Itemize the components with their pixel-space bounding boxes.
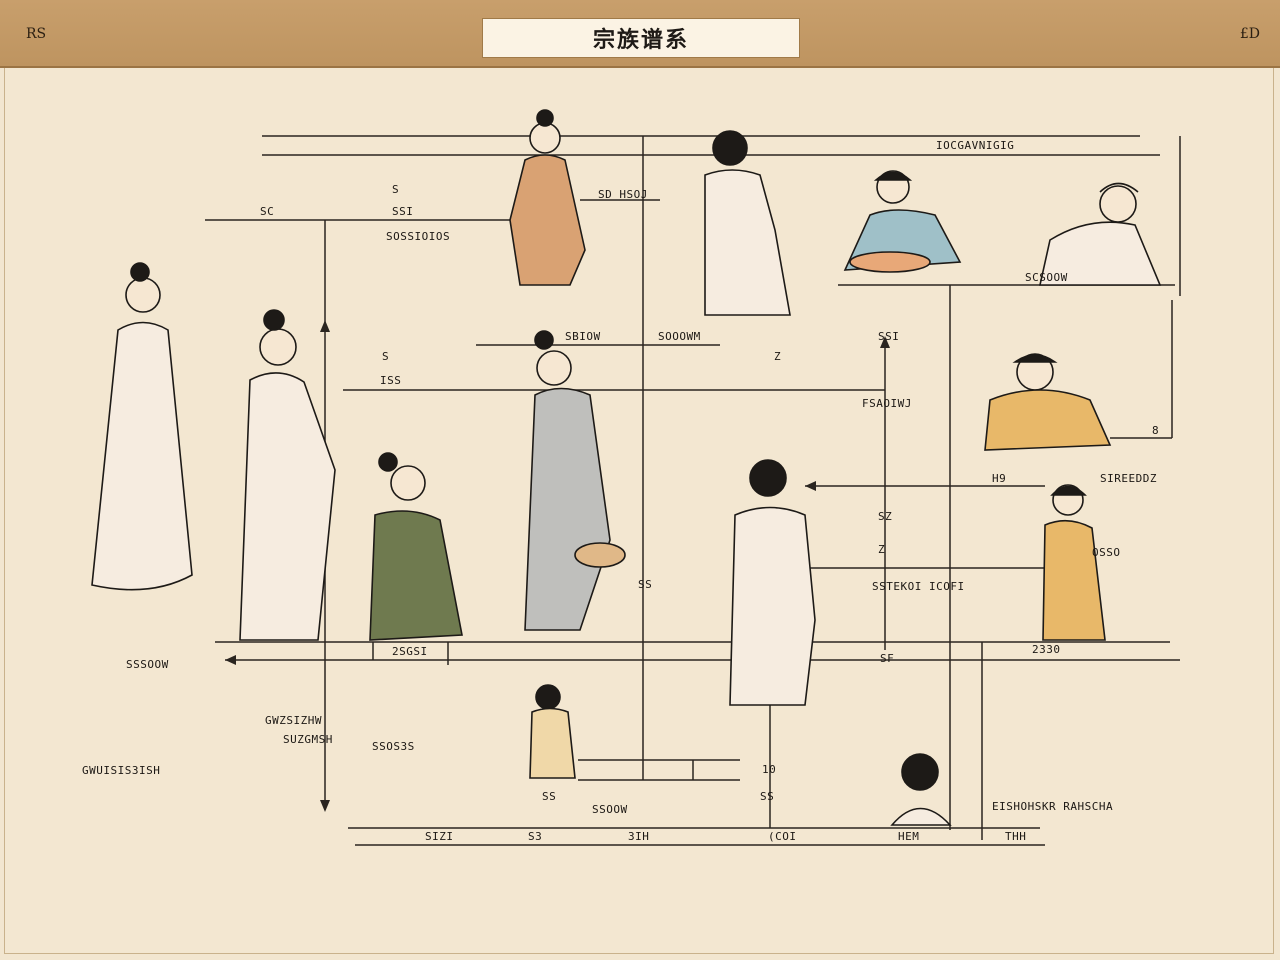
label-sssoow: SSSOOW — [126, 658, 169, 671]
header-left-mark: RS — [26, 26, 47, 42]
label-suzs: SUZGMSH — [283, 733, 333, 746]
figure-seated-yellow-elder — [984, 353, 1112, 451]
diagram-frame — [4, 4, 1274, 954]
label-h9: H9 — [992, 472, 1007, 485]
label-ocgavngig: IOCGAVNIGIG — [936, 139, 1015, 152]
label-th: THH — [1005, 830, 1027, 843]
label-fsaoiwj: FSAOIWJ — [862, 397, 912, 410]
figure-white-robed-man — [729, 459, 816, 706]
label-sseteko: SSTEKOI ICOFI — [872, 580, 965, 593]
label-fs: S — [382, 350, 390, 363]
label-3ih: 3IH — [628, 830, 650, 843]
figure-kneeling-green — [369, 452, 463, 641]
connector-lines — [205, 135, 1181, 846]
label-z: Z — [774, 350, 782, 363]
label-sooowm: SOOOWM — [658, 330, 701, 343]
label-eish: EISHOHSKR RAHSCHA — [992, 800, 1114, 813]
label-s: S — [392, 183, 400, 196]
label-ssoss: SSOS3S — [372, 740, 415, 753]
label-ss3: SS — [760, 790, 775, 803]
label-sf: SF — [880, 652, 895, 665]
label-gwzs: GWZSIZHW — [265, 714, 322, 727]
label-sizi: SIZI — [425, 830, 454, 843]
label-sz: SZ — [878, 510, 893, 523]
label-guls: GWUISIS3ISH — [82, 764, 161, 777]
label-fsb: ISS — [380, 374, 402, 387]
label-sc: SC — [260, 205, 275, 218]
figure-back-view-woman — [704, 130, 791, 316]
label-2330: 2330 — [1032, 643, 1061, 656]
label-sbiow: SBIOW — [565, 330, 601, 343]
label-scsoow: SCSOOW — [1025, 271, 1068, 284]
label-z2: Z — [878, 543, 886, 556]
label-coi: (COI — [768, 830, 797, 843]
diagram-title: 宗族谱系 — [482, 18, 800, 58]
figure-elder-man — [1039, 182, 1162, 286]
label-hem: HEM — [898, 830, 920, 843]
arrowheads — [225, 320, 890, 812]
figure-small-child-bottom — [529, 684, 576, 779]
label-sossioios: SOSSIOIOS — [386, 230, 451, 243]
figure-seated-woman-blue — [843, 170, 962, 273]
figure-yellow-child-right — [1042, 484, 1106, 641]
label-sdhsj: SD HSOJ — [598, 188, 648, 201]
label-ss2: SS — [542, 790, 557, 803]
label-ssi-right: SSI — [878, 330, 900, 343]
header-right-mark: £D — [1239, 26, 1260, 42]
label-s3: S3 — [528, 830, 543, 843]
label-oso: OSSO — [1092, 546, 1121, 559]
label-8: 8 — [1152, 424, 1160, 437]
figure-standing-woman-left — [91, 262, 193, 591]
label-ssi: SSI — [392, 205, 414, 218]
label-sireendz: SIREEDDZ — [1100, 472, 1157, 485]
label-ssoow: SSOOW — [592, 803, 628, 816]
label-10: 10 — [762, 763, 777, 776]
figure-robed-woman — [239, 309, 336, 641]
label-2sgsi: 2SGSI — [392, 645, 428, 658]
figure-gray-mother-child — [524, 330, 626, 631]
figure-bust-man-bottom — [890, 753, 952, 826]
label-ss: SS — [638, 578, 653, 591]
figure-top-child-orange — [509, 109, 586, 286]
